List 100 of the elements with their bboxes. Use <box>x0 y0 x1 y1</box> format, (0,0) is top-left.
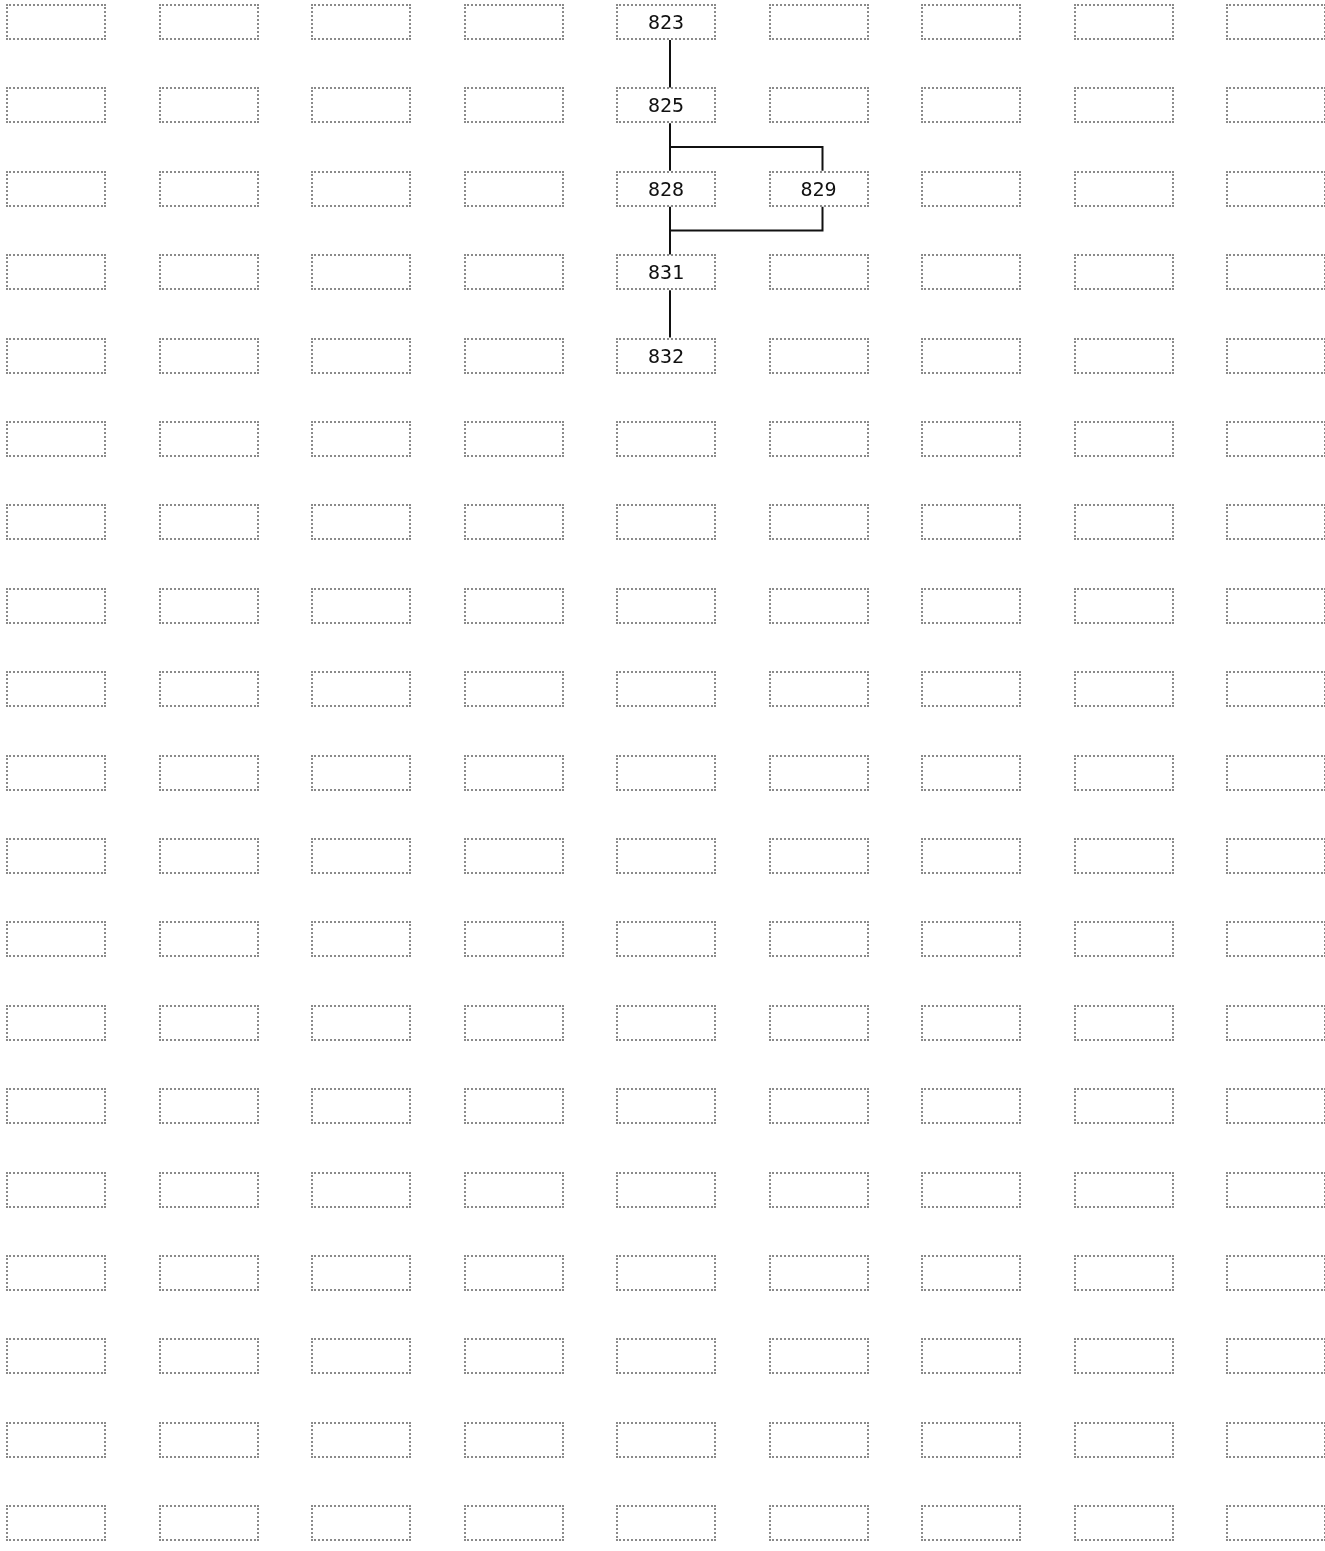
empty-box <box>463 1088 564 1125</box>
empty-box <box>616 838 716 874</box>
empty-box <box>616 504 716 541</box>
empty-box <box>6 1171 106 1208</box>
empty-box <box>158 1421 259 1458</box>
empty-box <box>158 1088 259 1125</box>
empty-box <box>463 1338 564 1375</box>
empty-box <box>311 254 411 291</box>
empty-box <box>1073 587 1174 624</box>
empty-box <box>1073 838 1174 874</box>
empty-box <box>6 1255 106 1291</box>
connector-line <box>669 205 824 256</box>
empty-box <box>1073 1171 1174 1208</box>
empty-box <box>921 87 1021 124</box>
empty-box <box>158 838 259 874</box>
empty-box <box>6 1088 106 1125</box>
number-box: 832 <box>616 337 716 374</box>
empty-box <box>921 170 1021 207</box>
empty-box <box>1073 1255 1174 1291</box>
empty-box <box>1226 754 1325 791</box>
empty-box <box>158 421 259 457</box>
empty-box <box>6 170 106 207</box>
empty-box <box>463 754 564 791</box>
empty-box <box>1073 421 1174 457</box>
empty-box <box>6 1338 106 1375</box>
empty-box <box>921 587 1021 624</box>
empty-box <box>921 1421 1021 1458</box>
empty-box <box>158 1171 259 1208</box>
connector-line <box>669 39 671 89</box>
empty-box <box>921 1171 1021 1208</box>
empty-box <box>616 1171 716 1208</box>
empty-box <box>1073 170 1174 207</box>
empty-box <box>616 1421 716 1458</box>
empty-box <box>463 421 564 457</box>
empty-box <box>6 337 106 374</box>
empty-box <box>311 1421 411 1458</box>
empty-box <box>158 1505 259 1542</box>
empty-box <box>1226 337 1325 374</box>
empty-box <box>6 504 106 541</box>
empty-box <box>158 254 259 291</box>
empty-box <box>1226 838 1325 874</box>
empty-box <box>311 1088 411 1125</box>
empty-box <box>6 254 106 291</box>
empty-box <box>921 838 1021 874</box>
empty-box <box>463 838 564 874</box>
empty-box <box>1073 337 1174 374</box>
empty-box <box>1226 1004 1325 1041</box>
empty-box <box>1073 504 1174 541</box>
empty-box <box>768 337 869 374</box>
empty-box <box>616 1088 716 1125</box>
empty-box <box>6 754 106 791</box>
empty-box <box>1226 1088 1325 1125</box>
empty-box <box>1226 504 1325 541</box>
empty-box <box>1073 1338 1174 1375</box>
empty-box <box>311 1004 411 1041</box>
empty-box <box>1073 921 1174 958</box>
empty-box <box>311 1338 411 1375</box>
empty-box <box>6 1505 106 1542</box>
empty-box <box>6 838 106 874</box>
empty-box <box>768 1004 869 1041</box>
empty-box <box>1073 754 1174 791</box>
empty-box <box>921 254 1021 291</box>
empty-box <box>6 671 106 708</box>
empty-box <box>1073 87 1174 124</box>
empty-box <box>1073 1004 1174 1041</box>
empty-box <box>463 921 564 958</box>
empty-box <box>158 87 259 124</box>
empty-box <box>768 838 869 874</box>
empty-box <box>921 504 1021 541</box>
empty-box <box>463 170 564 207</box>
empty-box <box>463 1505 564 1542</box>
empty-box <box>158 1338 259 1375</box>
empty-box <box>768 921 869 958</box>
empty-box <box>1226 4 1325 40</box>
empty-box <box>463 1171 564 1208</box>
empty-box <box>463 671 564 708</box>
empty-box <box>463 587 564 624</box>
empty-box <box>463 87 564 124</box>
connector-line <box>669 289 671 339</box>
empty-box <box>6 87 106 124</box>
empty-box <box>311 87 411 124</box>
empty-box <box>1226 587 1325 624</box>
empty-box <box>158 754 259 791</box>
empty-box <box>768 1088 869 1125</box>
empty-box <box>921 921 1021 958</box>
number-box: 828 <box>616 170 716 207</box>
connector-line <box>669 122 824 172</box>
empty-box <box>158 170 259 207</box>
empty-box <box>158 671 259 708</box>
empty-box <box>6 921 106 958</box>
empty-box <box>463 337 564 374</box>
empty-box <box>768 1171 869 1208</box>
number-box: 831 <box>616 254 716 291</box>
empty-box <box>463 1421 564 1458</box>
empty-box <box>768 504 869 541</box>
empty-box <box>1226 671 1325 708</box>
empty-box <box>6 1004 106 1041</box>
empty-box <box>158 1004 259 1041</box>
empty-box <box>1226 1255 1325 1291</box>
empty-box <box>1073 1505 1174 1542</box>
